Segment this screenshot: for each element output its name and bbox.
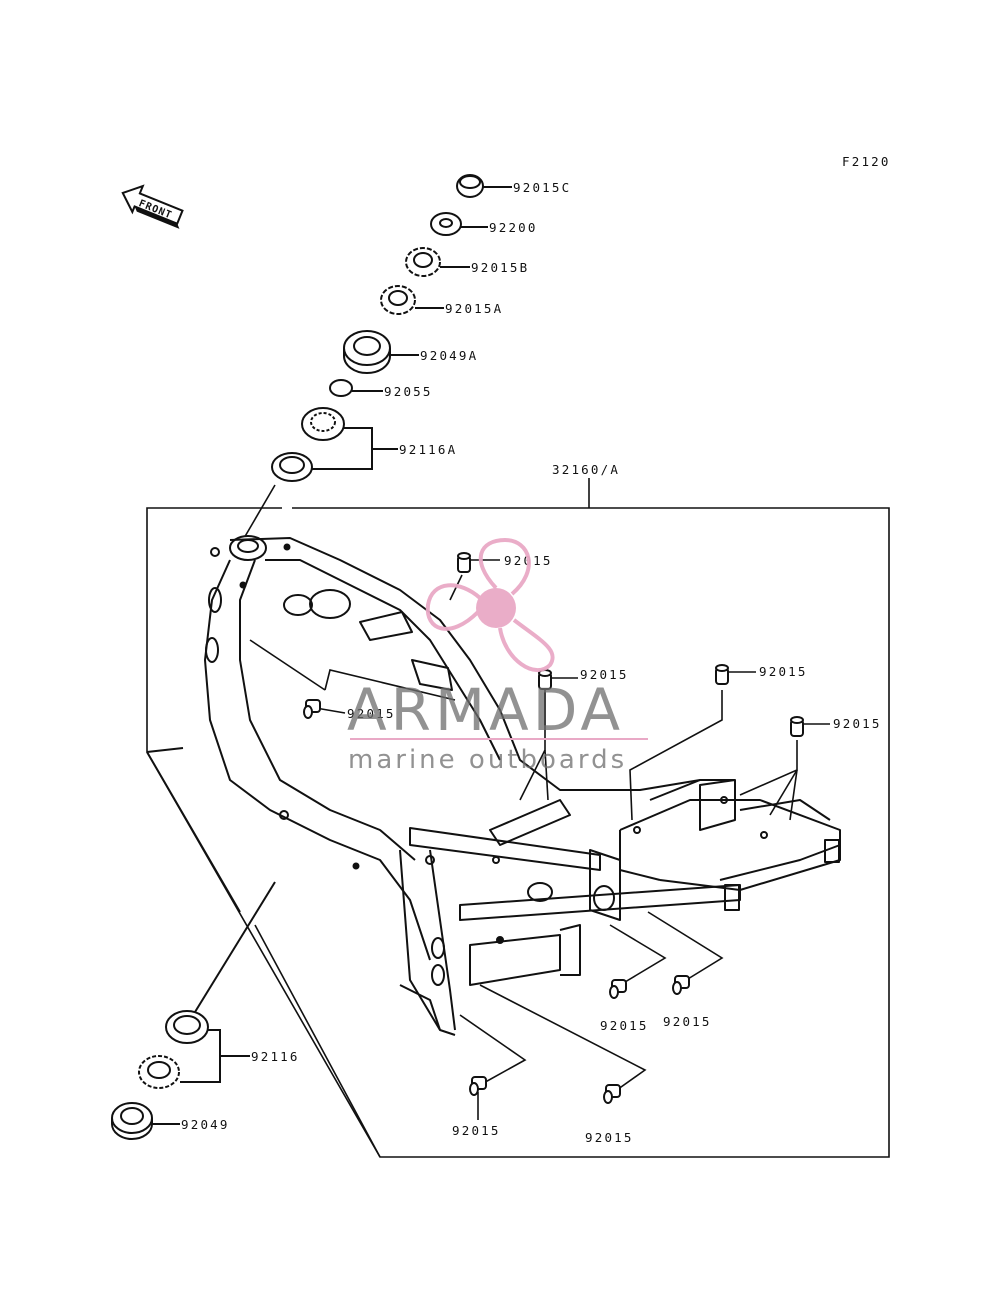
seal-92049A [343, 330, 419, 374]
callout-92015: 92015 [347, 706, 396, 721]
bolt-icon [457, 552, 471, 573]
callout-92200: 92200 [489, 220, 538, 235]
callout-32160A: 32160/A [552, 462, 620, 477]
bolt-icon [790, 716, 804, 737]
front-arrow-icon: FRONT [121, 184, 184, 229]
bolt-icon [715, 664, 729, 685]
bolt-icon [303, 699, 321, 719]
assembly-bracket [146, 478, 890, 1158]
callout-92015: 92015 [663, 1014, 712, 1029]
callout-92049A: 92049A [420, 348, 478, 363]
callout-92015: 92015 [452, 1123, 501, 1138]
watermark-brand: ARMADA [347, 676, 624, 744]
figure-code: F2120 [842, 154, 891, 169]
callout-92015: 92015 [580, 667, 629, 682]
callout-92015: 92015 [585, 1130, 634, 1145]
bearing-92116A [271, 407, 398, 482]
nut-92015A [380, 285, 444, 315]
bolt-leader-lines [249, 559, 830, 1120]
bolt-icon [609, 979, 627, 999]
callout-92015C: 92015C [513, 180, 571, 195]
callout-92116: 92116 [251, 1049, 300, 1064]
callout-92055: 92055 [384, 384, 433, 399]
callout-92049: 92049 [181, 1117, 230, 1132]
watermark-tagline: marine outboards [348, 745, 627, 775]
bolt-icon [672, 975, 690, 995]
cap-nut-92015C [456, 174, 512, 198]
callout-92015A: 92015A [445, 301, 503, 316]
bolts [303, 552, 804, 1104]
bolt-icon [603, 1084, 621, 1104]
callout-92015: 92015 [833, 716, 882, 731]
bolt-icon [469, 1076, 487, 1096]
watermark-logo [425, 537, 555, 672]
o-ring-92055 [329, 379, 383, 397]
frame-drawing [204, 535, 841, 1036]
callout-92116A: 92116A [399, 442, 457, 457]
washer-92200 [430, 212, 488, 236]
nut-92015B [405, 247, 470, 277]
callout-92015: 92015 [600, 1018, 649, 1033]
callout-92015: 92015 [759, 664, 808, 679]
lower-bearing-parts [111, 747, 276, 1140]
callout-92015B: 92015B [471, 260, 529, 275]
